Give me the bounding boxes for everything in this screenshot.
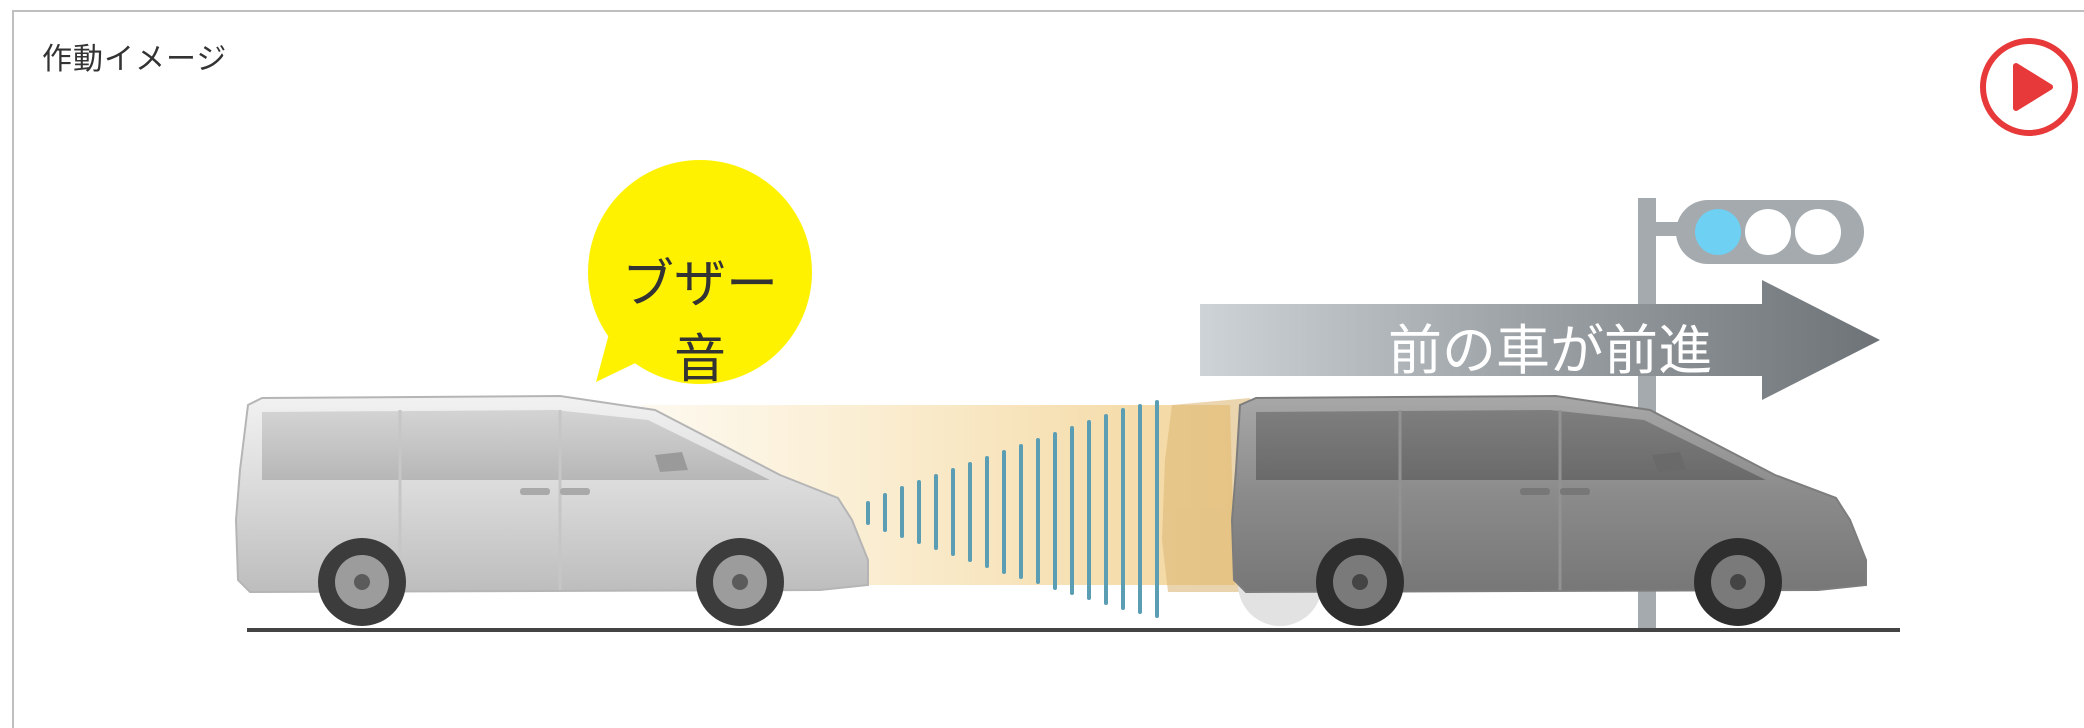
forward-arrow: [1200, 280, 1880, 400]
preceding-car: [1230, 394, 1867, 626]
signal-lamp: [1795, 209, 1841, 255]
play-icon: [2013, 63, 2053, 111]
signal-lamp: [1745, 209, 1791, 255]
panel-title: 作動イメージ: [42, 42, 228, 77]
buzzer-bubble: [588, 160, 812, 384]
signal-lamp-active: [1695, 209, 1741, 255]
play-button[interactable]: [1980, 38, 2078, 136]
buzzer-label: ブザー音: [621, 255, 778, 390]
sensor-pulse-lines: [866, 400, 1159, 618]
forward-label: 前の車が前進: [1388, 319, 1712, 382]
own-car: [234, 394, 869, 626]
